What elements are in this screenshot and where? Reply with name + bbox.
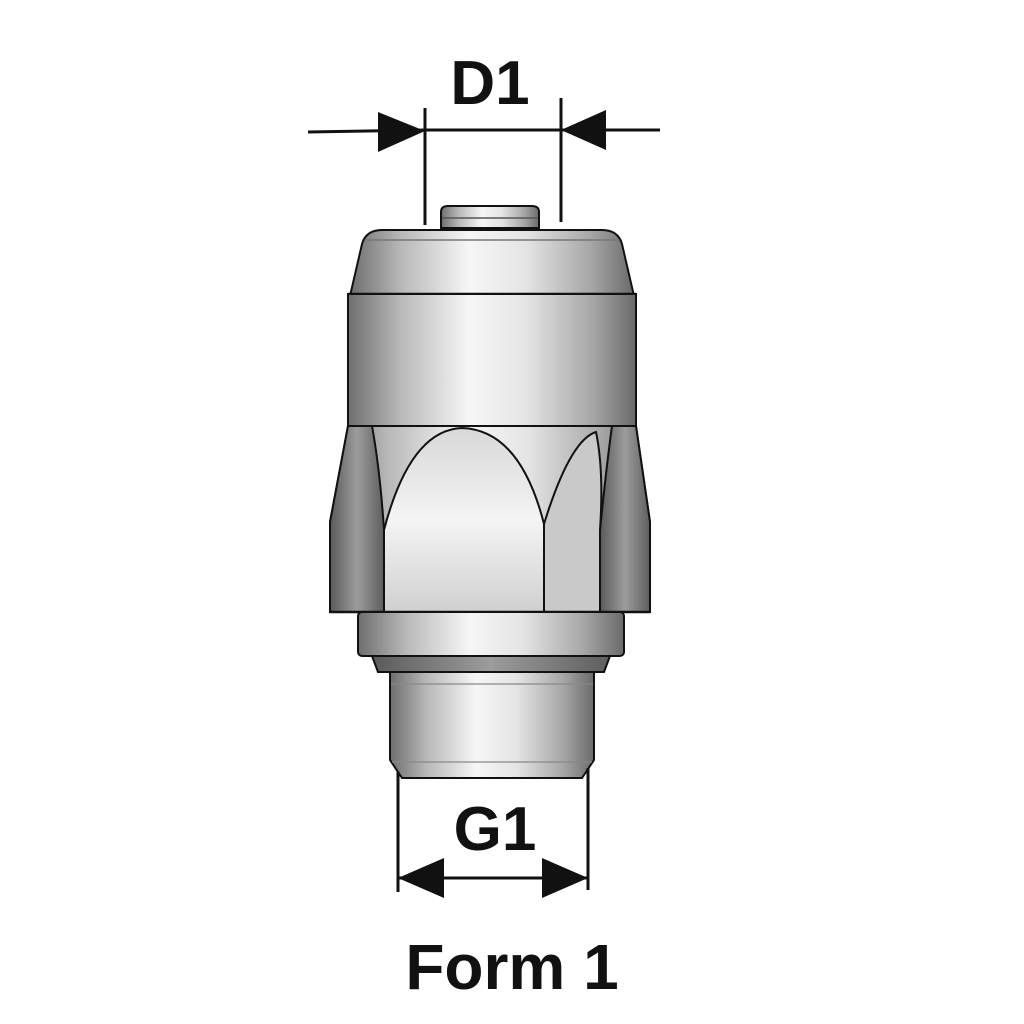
g1-label: G1 xyxy=(453,795,537,864)
cap-body xyxy=(348,229,636,297)
g1-arrow-right xyxy=(542,858,588,898)
hex-nut xyxy=(329,425,651,614)
d1-label: D1 xyxy=(450,49,530,118)
dimension-d1 xyxy=(307,98,660,225)
form-caption: Form 1 xyxy=(405,931,619,1003)
threaded-stem xyxy=(389,671,595,779)
d1-arrow-left xyxy=(378,112,425,152)
cylinder-body xyxy=(347,293,637,427)
collar xyxy=(357,611,625,673)
g1-arrow-left xyxy=(398,858,444,898)
dimension-g1 xyxy=(396,768,590,898)
d1-arrow-right xyxy=(561,110,606,150)
top-pin xyxy=(440,205,540,229)
